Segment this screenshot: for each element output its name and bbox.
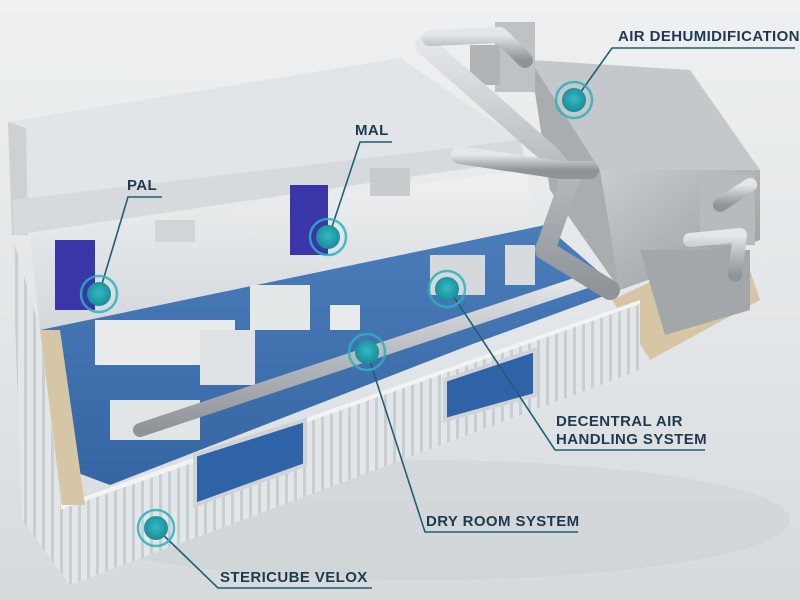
front-corrugated-wall	[60, 300, 640, 585]
marker-hotspot-icon[interactable]	[554, 80, 594, 120]
label-decentral-air-line1: DECENTRAL AIR	[556, 413, 683, 430]
hotspot-markers	[79, 80, 594, 548]
label-air-dehumidification: AIR DEHUMIDIFICATION	[618, 28, 800, 45]
leader-dry-room	[366, 351, 578, 533]
window-right	[443, 347, 537, 423]
window-left	[193, 417, 307, 508]
label-decentral-air-line2: HANDLING SYSTEM	[556, 431, 708, 448]
leader-pal	[98, 196, 162, 295]
ceiling-slab	[8, 58, 525, 235]
label-stericube-velox: STERICUBE VELOX	[220, 569, 368, 586]
leader-stericube	[155, 527, 372, 589]
leader-lines	[98, 47, 795, 589]
marker-hotspot-icon[interactable]	[79, 274, 119, 314]
label-pal: PAL	[127, 177, 158, 194]
leader-decentral-air	[447, 287, 705, 451]
marker-hotspot-icon[interactable]	[347, 332, 387, 372]
marker-hotspot-icon[interactable]	[427, 269, 467, 309]
back-wall	[30, 168, 545, 330]
roof-ducts	[415, 27, 757, 300]
marker-hotspot-icon[interactable]	[136, 508, 176, 548]
marker-hotspot-icon[interactable]	[308, 217, 348, 257]
label-dry-room-system: DRY ROOM SYSTEM	[426, 513, 580, 530]
label-mal: MAL	[355, 122, 389, 139]
room-equipment	[95, 245, 535, 440]
leader-mal	[328, 141, 392, 237]
leader-air-dehumidification	[574, 47, 795, 101]
label-decentral-air-handling: DECENTRAL AIR HANDLING SYSTEM	[556, 413, 707, 449]
left-end-wall	[12, 235, 85, 585]
